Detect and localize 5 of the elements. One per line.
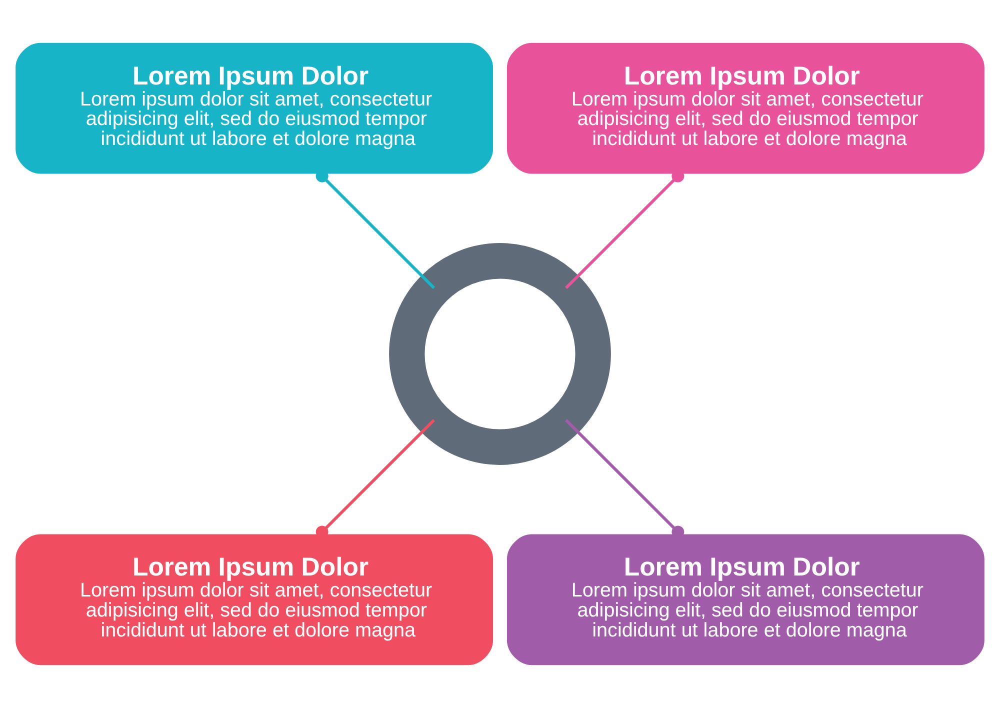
node-circle	[389, 242, 611, 464]
node-box: Lorem Ipsum Dolor Lorem ipsum dolor sit amet, consectetur adipisicing elit, sed do eiusmod tempor incididunt ut labore et dolore magna	[506, 534, 984, 665]
node-box: Lorem Ipsum Dolor Lorem ipsum dolor sit amet, consectetur adipisicing elit, sed do eiusmod tempor incididunt ut labore et dolore magna	[16, 42, 494, 174]
node-box: Lorem Ipsum Dolor Lorem ipsum dolor sit amet, consectetur adipisicing elit, sed do eiusmod tempor incididunt ut labore et dolore magna	[506, 42, 984, 174]
node-box: Lorem Ipsum Dolor Lorem ipsum dolor sit amet, consectetur adipisicing elit, sed do eiusmod tempor incididunt ut labore et dolore magna	[16, 534, 494, 665]
